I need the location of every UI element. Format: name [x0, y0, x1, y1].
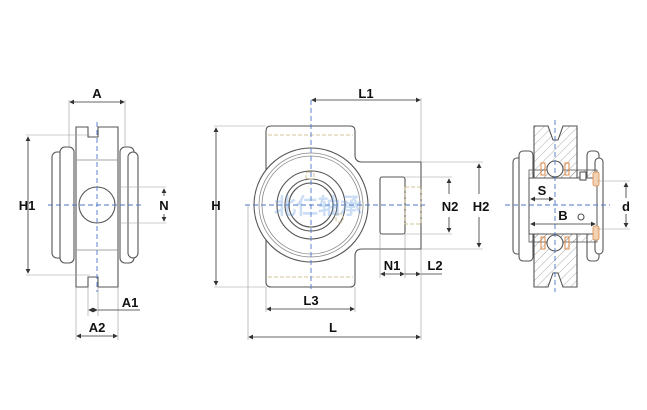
dim-label-a: A — [92, 86, 102, 101]
dim-label-h1: H1 — [19, 198, 36, 213]
dim-label-d: d — [622, 199, 630, 214]
dim-label-l3: L3 — [303, 293, 318, 308]
dim-label-s: S — [538, 183, 547, 198]
section-view — [505, 120, 630, 292]
dim-label-l2: L2 — [427, 258, 442, 273]
dim-label-l: L — [329, 320, 337, 335]
dim-label-l1: L1 — [358, 86, 373, 101]
watermark: 北仁轴承 — [274, 194, 362, 220]
dim-label-n: N — [159, 198, 168, 213]
side-view — [25, 99, 167, 340]
dim-label-n2: N2 — [442, 199, 459, 214]
dim-label-n1: N1 — [384, 258, 401, 273]
front-view: 北仁轴承 — [213, 97, 483, 340]
dim-label-a2: A2 — [89, 320, 106, 335]
dim-label-a1: A1 — [122, 295, 139, 310]
dim-label-h2: H2 — [473, 199, 490, 214]
dim-label-h: H — [211, 198, 220, 213]
dim-label-b: B — [558, 208, 567, 223]
